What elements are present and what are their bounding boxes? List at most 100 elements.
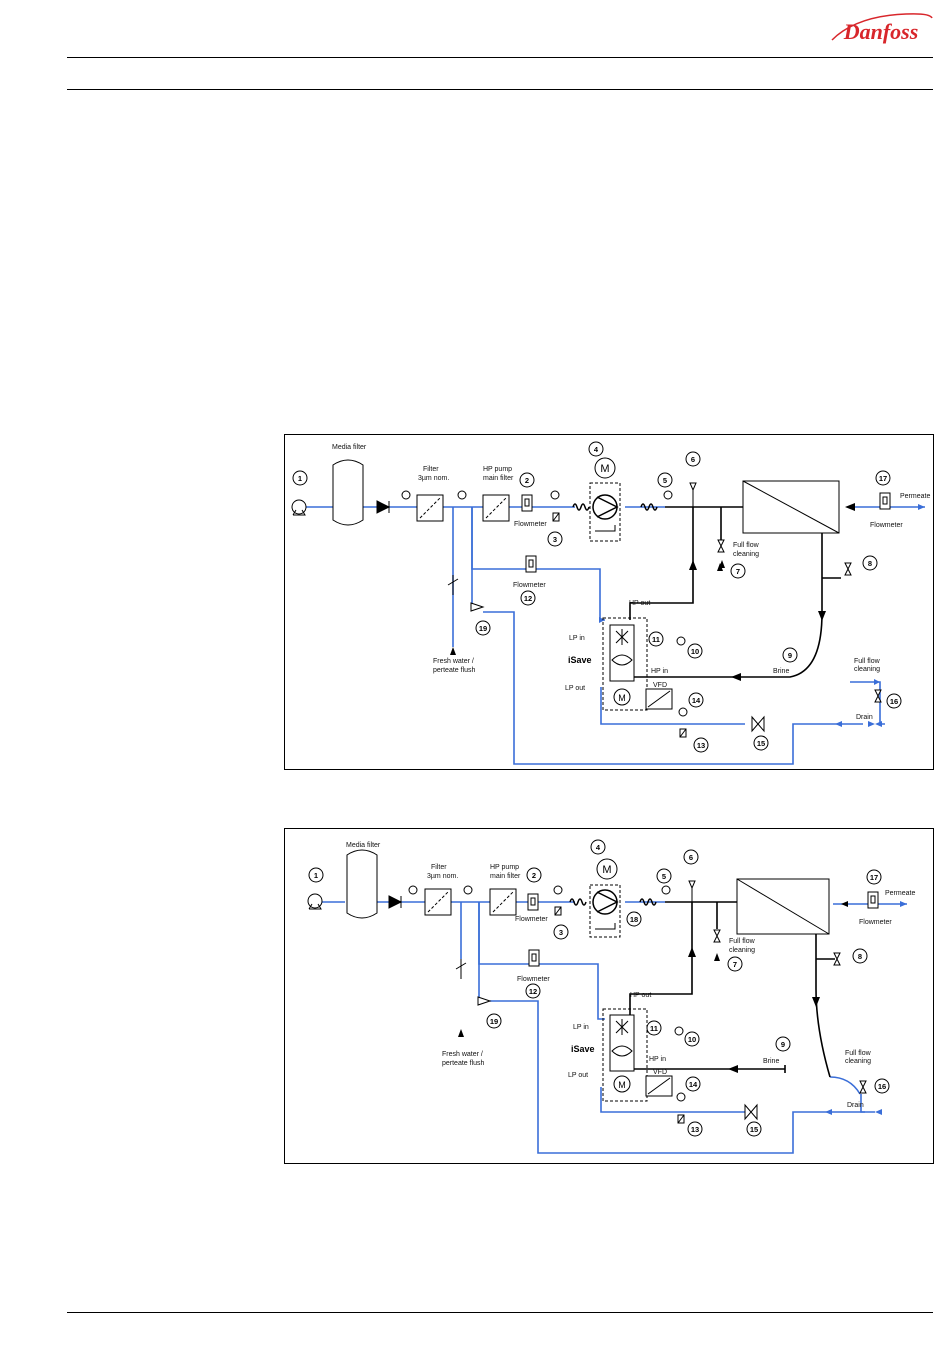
callout-19: 19 (479, 624, 487, 633)
label-drain: Drain (856, 714, 873, 721)
brine-arrow (818, 611, 826, 621)
label-permeate: Permeate (885, 890, 915, 897)
header-rule-top (67, 57, 933, 58)
label-permeate: Permeate (900, 493, 930, 500)
label-hp-out: HP out (629, 600, 650, 607)
label-brine: Brine (763, 1058, 779, 1065)
cartridge-filter-icon (424, 888, 452, 916)
label-hp-in: HP in (651, 668, 668, 675)
ro-membrane (736, 878, 830, 935)
diagram-2-canvas: Media filter Filter 3µm nom. HP pump mai… (307, 839, 915, 1154)
hp-pump-frame (589, 482, 621, 542)
permeate-out-arrow (918, 504, 925, 510)
label-ffc-l1: Full flow (854, 658, 881, 665)
label-filter: Filter (431, 864, 447, 871)
svg-text:M: M (618, 693, 626, 703)
isave-motor-icon (613, 688, 631, 706)
label-isave: iSave (568, 655, 592, 665)
svg-text:M: M (602, 864, 611, 876)
ffc-arrow (874, 679, 880, 685)
label-hp-pump-filter: HP pump (483, 466, 512, 473)
label-ffc-l1: Full flow (845, 1050, 872, 1057)
safety-valve-13-icon (679, 728, 687, 738)
feed-lines (305, 506, 925, 765)
pressure-gauges (401, 490, 688, 717)
label-hp-in: HP in (649, 1056, 666, 1063)
hp-pump-frame (589, 884, 621, 938)
permeate-arrow (845, 503, 855, 511)
label-flowmeter-lp: Flowmeter (517, 976, 550, 983)
label-flowmeter-permeate: Flowmeter (859, 919, 892, 926)
flex-hose-icon (569, 898, 587, 906)
danfoss-logo: Danfoss (831, 13, 933, 44)
motor-icon (594, 457, 616, 479)
drain-arrow (875, 721, 882, 727)
callout-2: 2 (532, 871, 536, 880)
pressure-gauges (408, 885, 686, 1102)
callout-3: 3 (553, 535, 557, 544)
callout-17: 17 (879, 474, 887, 483)
check-valve-icon (388, 895, 403, 909)
callouts (308, 839, 890, 1137)
callout-10: 10 (688, 1035, 696, 1044)
label-flowmeter: Flowmeter (514, 521, 547, 528)
callout-15: 15 (757, 739, 765, 748)
label-hp-main-filter: main filter (490, 873, 521, 880)
label-lp-out: LP out (565, 685, 585, 692)
flowmeter-icon (521, 492, 891, 573)
process-diagram-2: Media filter Filter 3µm nom. HP pump mai… (284, 828, 934, 1164)
label-full-flow: Full flow (733, 542, 760, 549)
callout-12: 12 (524, 594, 532, 603)
process-diagram-1: Media filter Filter 3µm nom. HP pump mai… (284, 434, 934, 770)
callout-18: 18 (630, 915, 638, 924)
callout-5: 5 (662, 872, 666, 881)
callout-16: 16 (878, 1082, 886, 1091)
header-rule-bottom (67, 89, 933, 90)
diagram-1-canvas: Media filter Filter 3µm nom. HP pump mai… (291, 441, 930, 765)
hp-lines (629, 901, 835, 1078)
callout-10: 10 (691, 647, 699, 656)
callout-1: 1 (314, 871, 318, 880)
check-valve-19-icon (470, 602, 485, 612)
check-valve-19-icon (477, 996, 492, 1006)
flex-hose-icon (572, 503, 590, 511)
callout-11: 11 (650, 1024, 658, 1033)
label-full-flow: Full flow (729, 938, 756, 945)
media-filter-vessel (346, 849, 378, 919)
hp-in-arrow (731, 673, 741, 681)
label-perteate-flush: perteate flush (442, 1060, 485, 1067)
footer-rule (67, 1312, 933, 1313)
label-hp-main-filter: main filter (483, 475, 514, 482)
callout-14: 14 (689, 1080, 698, 1089)
label-perteate-flush: perteate flush (433, 667, 476, 674)
label-lp-in: LP in (573, 1024, 589, 1031)
label-ffc-l2: cleaning (854, 666, 880, 673)
lp-in-arrow (599, 617, 605, 623)
callout-4: 4 (596, 843, 601, 852)
drain-arrow-2 (835, 721, 842, 727)
label-hp-out: HP out (630, 992, 651, 999)
hp-pump-icon (592, 889, 618, 915)
safety-valve-3-icon (554, 906, 562, 916)
label-lp-out: LP out (568, 1072, 588, 1079)
callout-1: 1 (298, 474, 302, 483)
callout-17: 17 (870, 873, 878, 882)
fresh-water-valve-icon (447, 575, 459, 595)
callout-5: 5 (663, 476, 667, 485)
hp-main-filter-icon (482, 494, 510, 522)
callout-8: 8 (858, 952, 862, 961)
isave-frame (602, 617, 648, 711)
callout-7: 7 (736, 567, 740, 576)
safety-valve-3-icon (552, 512, 560, 522)
valve-icons (713, 929, 867, 1121)
brand-logotype: Danfoss (843, 19, 919, 44)
callout-6: 6 (689, 853, 693, 862)
callout-12: 12 (529, 987, 537, 996)
motor-icon (596, 858, 618, 880)
callout-2: 2 (525, 476, 529, 485)
media-filter-vessel (332, 459, 364, 526)
label-flowmeter-permeate: Flowmeter (870, 522, 903, 529)
label-media-filter: Media filter (332, 444, 367, 451)
svg-text:M: M (600, 463, 609, 475)
label-filter-rating: 3µm nom. (427, 873, 458, 880)
